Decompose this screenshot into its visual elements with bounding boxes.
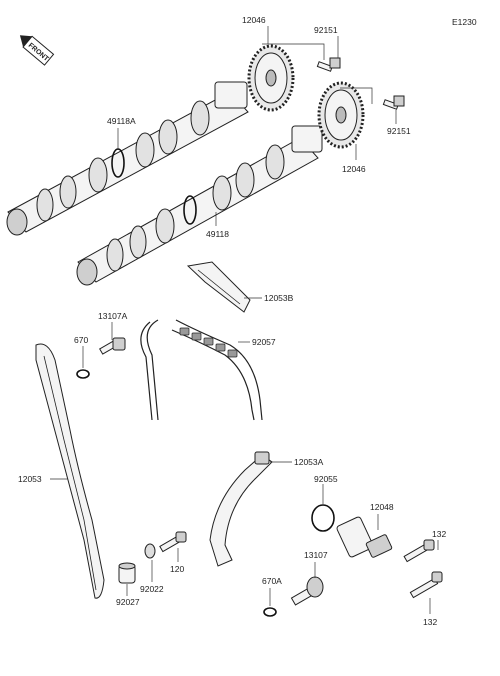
callout-sprocket-top: 12046	[242, 15, 266, 25]
chain-guide-left	[35, 343, 105, 599]
callout-bolt-pivot: 13107	[304, 550, 328, 560]
diagram-code: E1230	[452, 17, 477, 27]
callout-collar: 92027	[116, 597, 140, 607]
callout-tensioner: 12048	[370, 502, 394, 512]
oring-guide-left	[76, 369, 90, 379]
callout-guide-left: 12053	[18, 474, 42, 484]
callout-gasket-tensioner: 92055	[314, 474, 338, 484]
callout-sprocket-right: 12046	[342, 164, 366, 174]
bolt-lower-sprocket	[382, 95, 405, 110]
callout-oring-guide: 670	[74, 335, 88, 345]
bolt-guide-left	[99, 337, 126, 355]
chain-guide-top	[186, 261, 251, 313]
exhaust-camshaft	[76, 125, 323, 286]
bolt-tensioner-b	[409, 571, 443, 599]
leader-lines	[50, 26, 439, 614]
bolt-small	[159, 531, 187, 553]
bolt-upper-sprocket	[316, 57, 341, 72]
sprocket-lower	[317, 81, 365, 149]
callout-oring-intake: 49118A	[107, 116, 136, 126]
callout-chain: 92057	[252, 337, 276, 347]
callout-bolt-small: 120	[170, 564, 184, 574]
intake-camshaft	[6, 81, 249, 236]
callout-bolt-top: 92151	[314, 25, 338, 35]
callout-oring-pivot: 670A	[262, 576, 282, 586]
callout-guide-tensioner: 12053A	[294, 457, 324, 467]
callout-oring-exhaust: 49118	[206, 229, 229, 239]
washer	[144, 543, 156, 559]
callout-bolt-tensioner-b: 132	[423, 617, 437, 627]
cam-chain	[140, 319, 263, 421]
oring-pivot	[263, 607, 277, 617]
callout-bolt-right: 92151	[387, 126, 411, 136]
chain-guide-tensioner	[209, 451, 273, 567]
collar	[118, 562, 136, 584]
bolt-tensioner-a	[403, 539, 435, 563]
callout-guide-top: 12053B	[264, 293, 294, 303]
callout-bolt-guide: 13107A	[98, 311, 128, 321]
gasket-tensioner	[311, 504, 335, 532]
callout-bolt-tensioner-a: 132	[432, 529, 446, 539]
sprocket-upper	[247, 44, 295, 112]
bolt-pivot	[290, 576, 324, 606]
oring-exhaust	[183, 195, 197, 225]
front-direction-icon: FRONT	[19, 35, 55, 66]
callout-washer: 92022	[140, 584, 164, 594]
chain-tensioner	[336, 516, 393, 558]
callout-labels: 12046 92151 92151 12046 49118A 49118 120…	[18, 15, 446, 627]
